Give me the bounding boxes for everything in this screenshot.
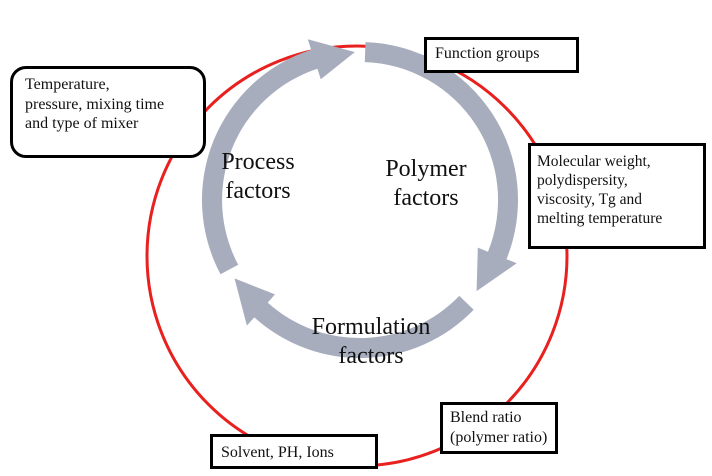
- solvent-box: Solvent, PH, Ions: [210, 434, 378, 469]
- blend-ratio-box: Blend ratio (polymer ratio): [440, 402, 558, 454]
- cycle-arrows: [201, 39, 519, 359]
- arrow-process-to-polymer: [201, 39, 355, 275]
- polymer-factors-label: Polymer factors: [385, 156, 467, 211]
- temperature-pressure-box: Temperature, pressure, mixing time and t…: [10, 66, 206, 158]
- arrow-formulation-to-process: [234, 278, 474, 359]
- molecular-weight-box: Molecular weight, polydispersity, viscos…: [528, 143, 706, 249]
- arrow-polymer-to-formulation: [364, 42, 519, 292]
- formulation-factors-label: Formulation factors: [311, 314, 431, 369]
- process-factors-label: Process factors: [221, 149, 295, 204]
- function-groups-box: Function groups: [424, 37, 579, 73]
